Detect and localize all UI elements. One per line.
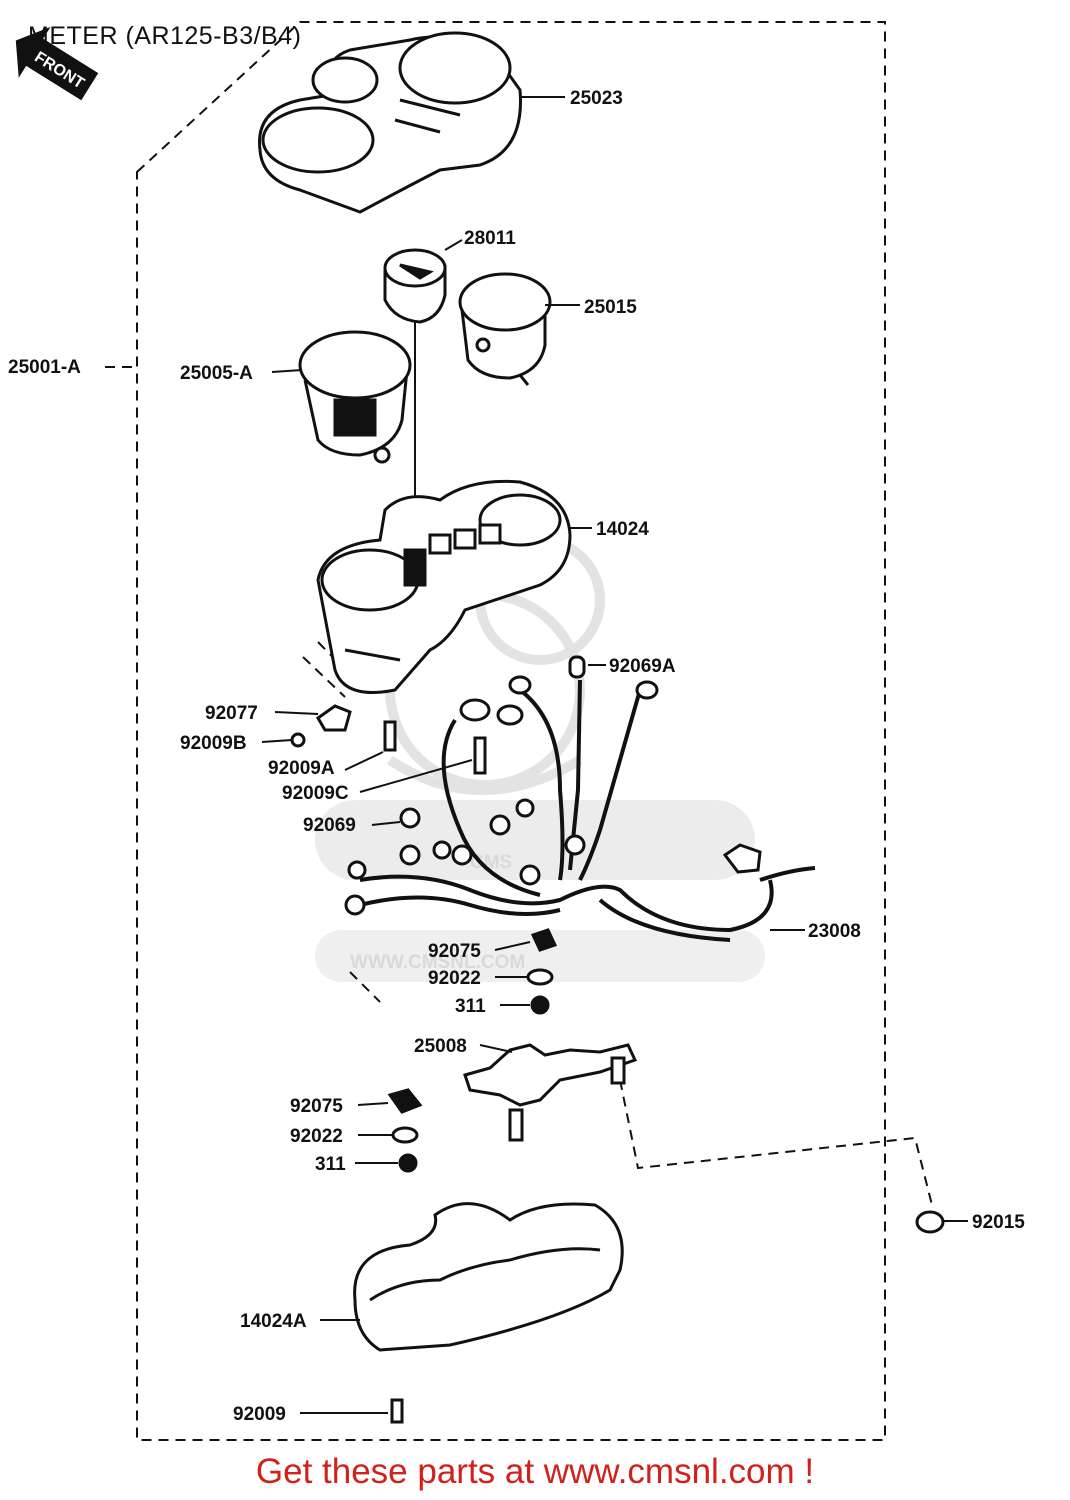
harness-connectors [344, 675, 762, 916]
label-92022-lower: 92022 [290, 1126, 343, 1147]
part-23008-wiring-harness [359, 679, 816, 942]
label-92077: 92077 [205, 703, 258, 724]
part-92069A-bulb [568, 655, 586, 679]
label-92069A: 92069A [609, 656, 676, 677]
label-14024A: 14024A [240, 1311, 307, 1332]
label-92069: 92069 [303, 815, 356, 836]
part-25005A-speedometer [298, 330, 412, 464]
label-92009C: 92009C [282, 783, 349, 804]
part-28011-gauge [383, 248, 447, 324]
watermark-banner [315, 800, 755, 880]
part-25008-bracket [463, 1043, 638, 1142]
label-92075-upper: 92075 [428, 941, 481, 962]
label-25005A: 25005-A [180, 363, 253, 384]
label-23008: 23008 [808, 921, 861, 942]
diagram-title: METER (AR125-B3/B4) [28, 22, 302, 50]
label-25008: 25008 [414, 1036, 467, 1057]
part-14024-meter-case [316, 479, 572, 694]
label-92075-lower: 92075 [290, 1096, 343, 1117]
part-25015-gauge [458, 272, 552, 386]
label-14024: 14024 [596, 519, 649, 540]
watermark: CMS WWW.CMSNL.COM [315, 535, 765, 982]
leader-lines [261, 96, 968, 1414]
label-92009A: 92009A [268, 758, 335, 779]
part-14024A-lower-case [353, 1202, 624, 1352]
label-92009: 92009 [233, 1404, 286, 1425]
label-92022-upper: 92022 [428, 968, 481, 989]
label-25001A: 25001-A [8, 357, 81, 378]
label-311-upper: 311 [455, 996, 486, 1017]
part-25023-meter-cover [258, 31, 522, 214]
label-311-lower: 311 [315, 1154, 346, 1175]
watermark-url-text: WWW.CMSNL.COM [350, 952, 525, 973]
upper-hardware [290, 704, 558, 1015]
label-92009B: 92009B [180, 733, 247, 754]
footer-link-text[interactable]: Get these parts at www.cmsnl.com ! [255, 1452, 815, 1491]
watermark-url-bar [315, 930, 765, 982]
watermark-logo-text: CMS [470, 852, 512, 873]
part-92069-bulb [399, 807, 421, 829]
label-25015: 25015 [584, 297, 637, 318]
label-28011: 28011 [464, 228, 516, 249]
part-labels: 25023 28011 25015 25001-A 25005-A 14024 … [8, 88, 1025, 1425]
label-25023: 25023 [570, 88, 623, 109]
label-92015: 92015 [972, 1212, 1025, 1233]
part-92077-grommet [316, 704, 352, 732]
